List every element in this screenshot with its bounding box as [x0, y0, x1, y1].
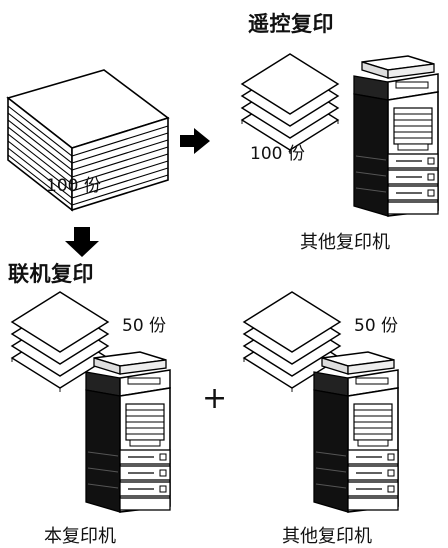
linked-copy-title: 联机复印 — [8, 262, 94, 286]
copier-icon — [313, 351, 399, 513]
right-arrow-icon — [180, 128, 210, 154]
copier-icon — [85, 351, 171, 513]
plus-sign: + — [202, 381, 228, 416]
remote-device-caption: 其他复印机 — [300, 232, 390, 253]
this-device-count: 50 份 — [122, 316, 167, 336]
remote-copy-count: 100 份 — [250, 144, 305, 164]
other-device-count: 50 份 — [354, 316, 399, 336]
copier-icon — [353, 55, 439, 217]
source-count: 100 份 — [46, 176, 101, 196]
down-arrow-icon — [65, 227, 99, 257]
remote-copy-title: 遥控复印 — [248, 12, 334, 36]
this-device-caption: 本复印机 — [44, 526, 116, 547]
other-device-caption: 其他复印机 — [282, 526, 372, 547]
paper-stack-icon — [241, 53, 339, 155]
